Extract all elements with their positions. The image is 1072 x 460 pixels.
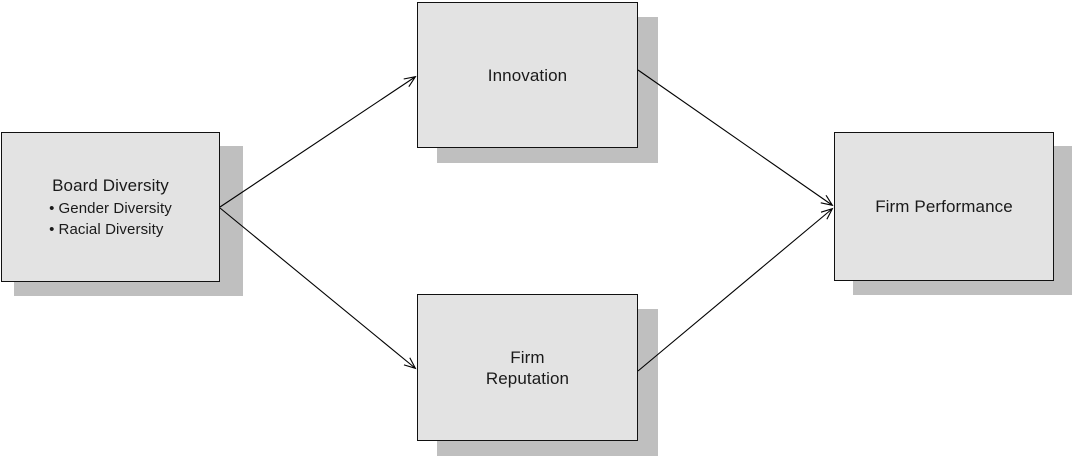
node-firm-reputation-title: Firm Reputation xyxy=(485,347,570,388)
bullet-racial-diversity-label: Racial Diversity xyxy=(58,220,164,238)
edge-innovation-to-firm-performance xyxy=(637,69,832,205)
bullet-dot-icon: • xyxy=(49,199,55,217)
bullet-racial-diversity: •Racial Diversity xyxy=(49,219,172,240)
node-innovation[interactable]: Innovation xyxy=(417,2,638,148)
node-board-diversity-title: Board Diversity xyxy=(52,175,169,195)
node-firm-performance-title: Firm Performance xyxy=(875,197,1013,216)
node-firm-reputation[interactable]: Firm Reputation xyxy=(417,294,638,441)
node-board-diversity[interactable]: Board Diversity •Gender Diversity •Racia… xyxy=(1,132,220,282)
node-innovation-title: Innovation xyxy=(487,65,568,85)
bullet-dot-icon: • xyxy=(49,220,55,238)
node-firm-performance[interactable]: Firm Performance xyxy=(834,132,1054,281)
edge-board-diversity-to-firm-reputation xyxy=(219,207,415,368)
bullet-gender-diversity-label: Gender Diversity xyxy=(58,199,172,217)
node-board-diversity-bullets: •Gender Diversity •Racial Diversity xyxy=(49,198,172,240)
edge-board-diversity-to-innovation xyxy=(219,77,415,208)
bullet-gender-diversity: •Gender Diversity xyxy=(49,198,172,219)
edge-firm-reputation-to-firm-performance xyxy=(637,209,832,372)
